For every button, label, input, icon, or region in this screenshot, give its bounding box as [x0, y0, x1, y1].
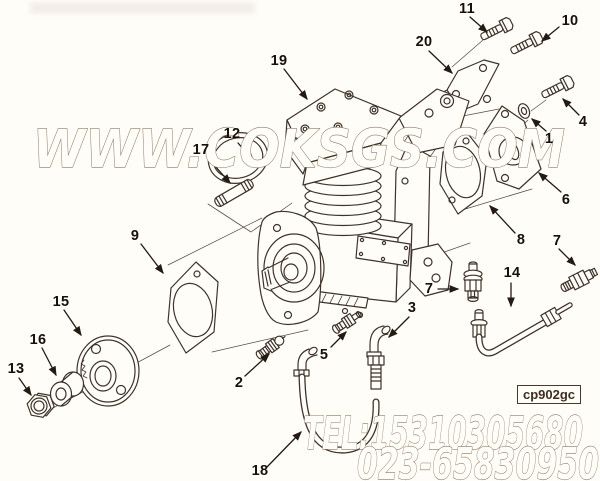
callout-label-15: 15: [52, 294, 70, 310]
part-hub-15: [76, 335, 140, 407]
callout-label-17: 17: [192, 142, 210, 158]
callout-label-18: 18: [251, 463, 269, 479]
callout-label-5: 5: [319, 347, 329, 363]
callout-label-10: 10: [561, 13, 579, 29]
part-compressor-19: [257, 88, 470, 325]
part-washer-1: [517, 103, 531, 119]
watermark-tel-line2: 023-65830950: [357, 439, 599, 481]
faint-scan-artifact: [30, 2, 255, 14]
callout-label-1: 1: [544, 131, 554, 147]
figure-code-text: cp902gc: [522, 387, 576, 402]
part-gasket-8: [439, 129, 488, 215]
callout-label-14: 14: [503, 265, 521, 281]
watermark-site: WWW.COKSGS.COM: [33, 119, 565, 180]
part-flange-6: [483, 105, 542, 190]
figure-code-box: cp902gc: [517, 385, 581, 404]
part-nut-13: [26, 392, 55, 418]
part-bolt-4: [541, 74, 575, 99]
callout-label-7-left: 7: [424, 281, 434, 297]
callout-label-7-right: 7: [552, 233, 562, 249]
part-oring-12: [207, 132, 269, 184]
callout-label-20: 20: [415, 34, 433, 50]
callout-label-13: 13: [7, 361, 25, 377]
part-fitting-7-right: [560, 267, 599, 293]
part-fitting-7-left: [463, 261, 483, 303]
callout-label-3: 3: [407, 300, 417, 316]
watermark-layer: WWW.COKSGS.COM TEL:15310305680 023-65830…: [32, 118, 599, 481]
callout-arrows: [18, 16, 580, 468]
callout-label-11: 11: [459, 1, 475, 17]
callout-label-12: 12: [223, 126, 241, 142]
part-tube-14: [470, 302, 573, 357]
part-stud-17: [214, 179, 254, 207]
callout-label-4: 4: [578, 114, 588, 130]
callout-label-8: 8: [516, 232, 526, 248]
part-bolt-10: [510, 30, 544, 55]
part-gasket-9: [167, 261, 219, 354]
part-hose-18: [293, 346, 385, 454]
part-bolt-11: [480, 16, 514, 41]
part-fitting-5: [331, 311, 362, 334]
callout-label-16: 16: [29, 332, 47, 348]
part-fitting-2: [255, 335, 286, 360]
watermark-tel-line1: TEL:15310305680: [303, 407, 583, 460]
part-spacer-16: [49, 371, 85, 407]
callout-label-19: 19: [270, 53, 288, 69]
callout-label-2: 2: [234, 375, 244, 391]
callout-label-9: 9: [130, 228, 140, 244]
callout-label-6: 6: [561, 192, 571, 208]
